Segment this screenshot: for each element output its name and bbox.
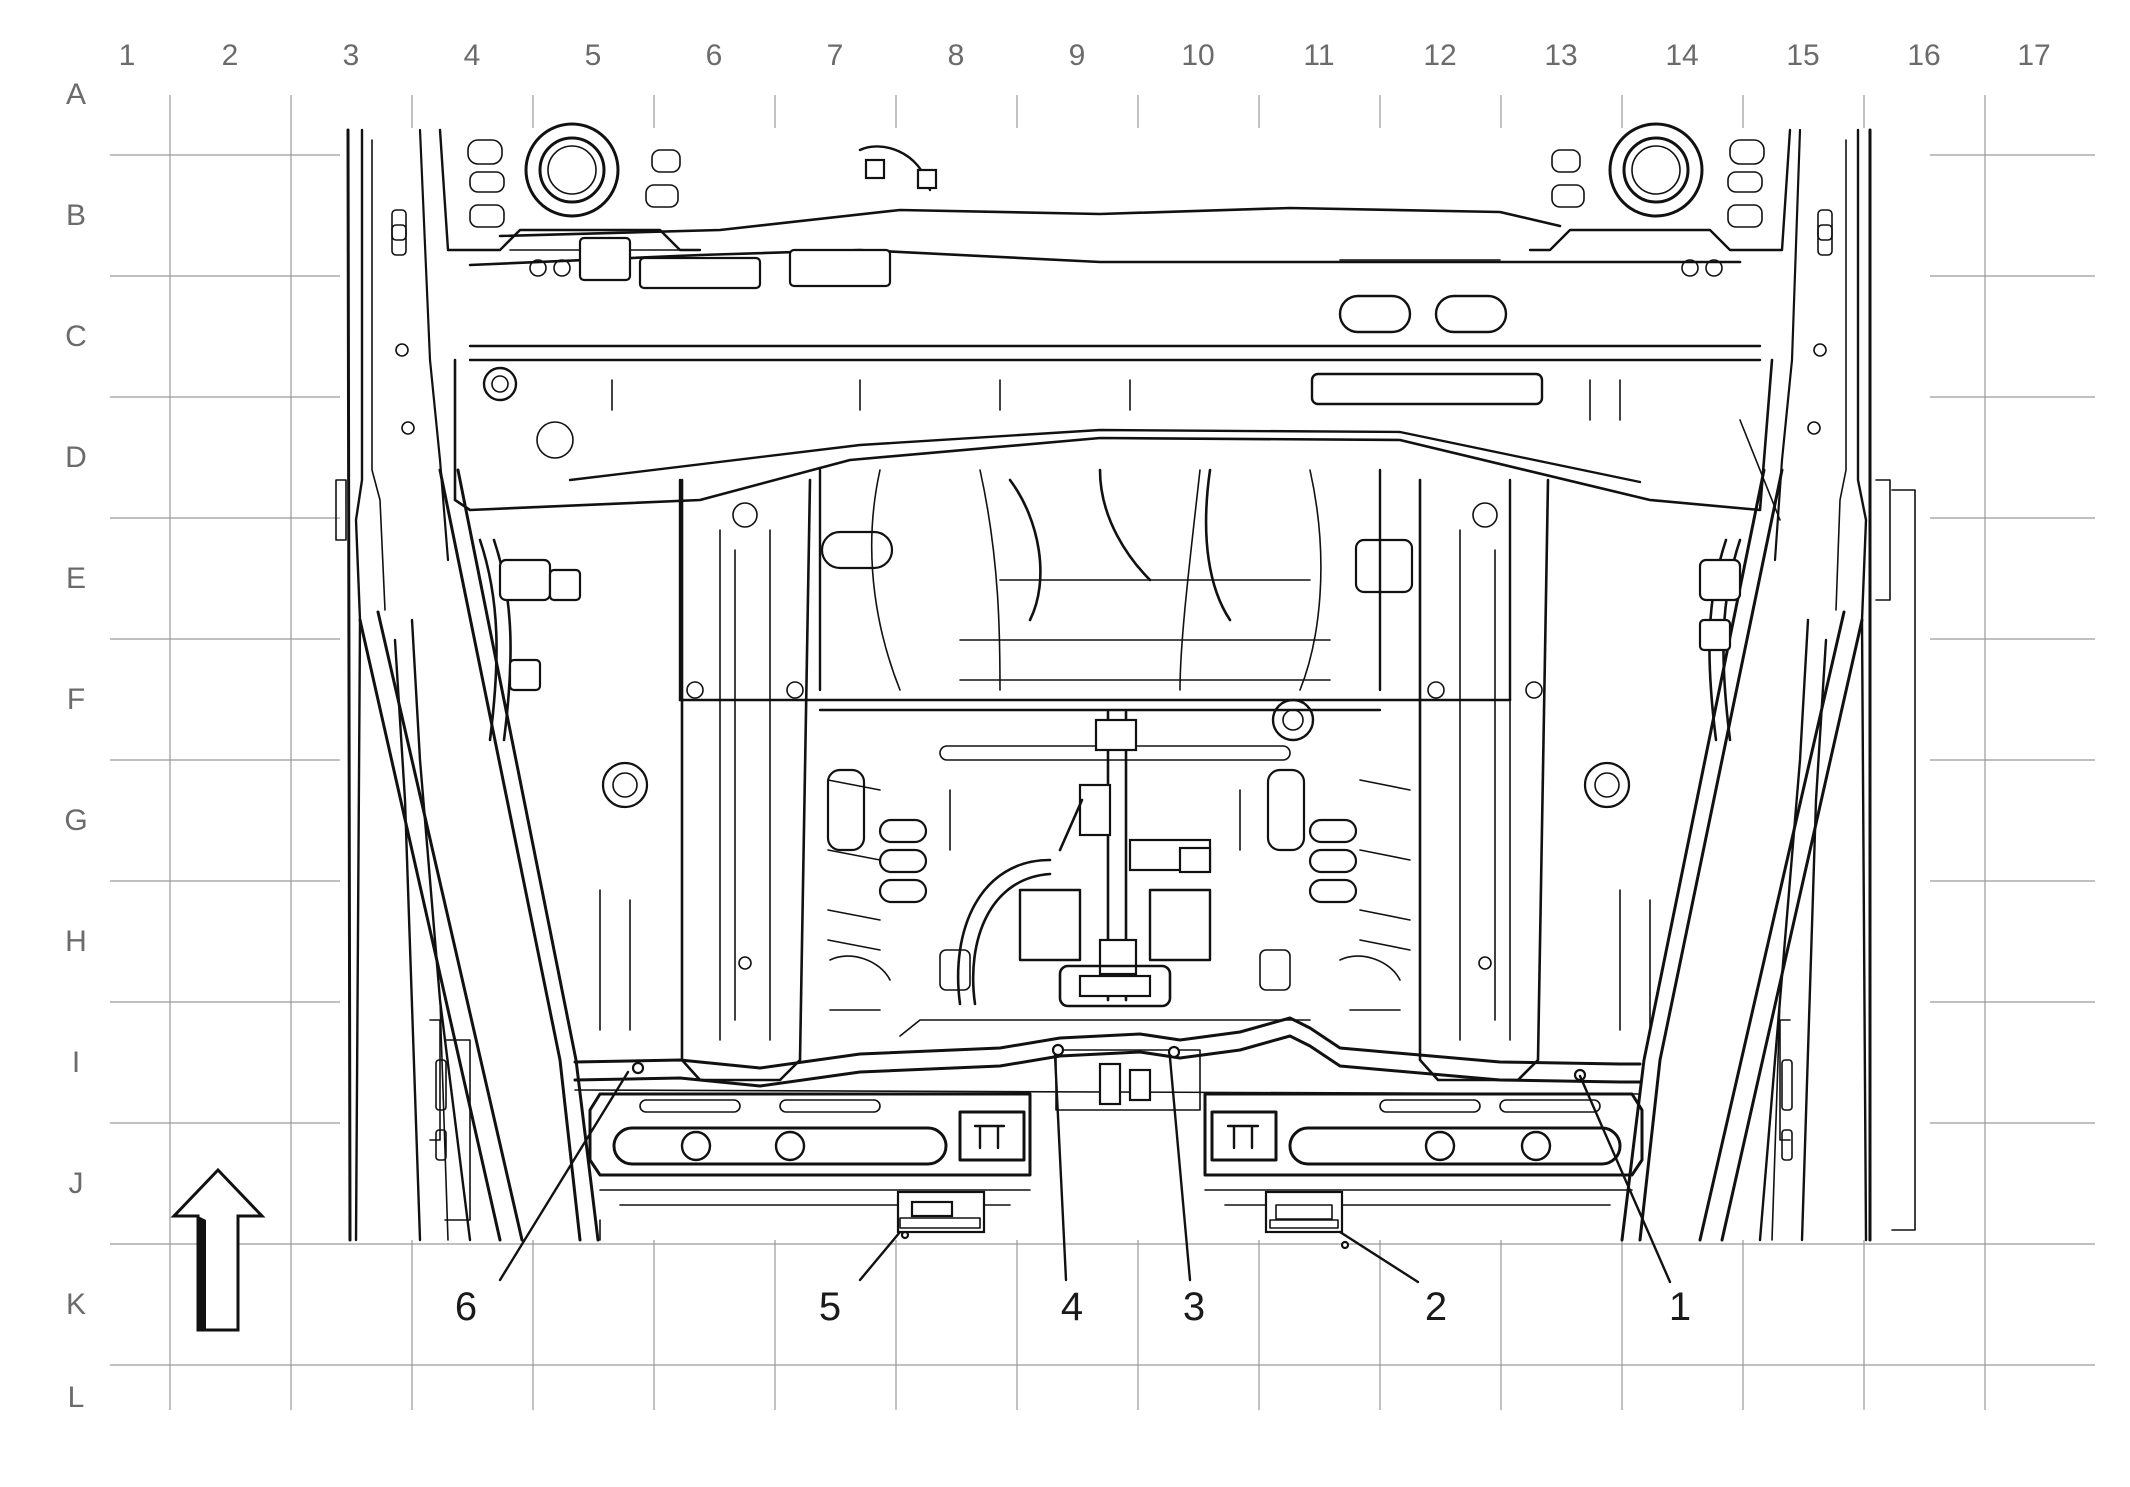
column-label: 10 bbox=[1181, 39, 1214, 72]
callout-6: 6 bbox=[455, 1285, 477, 1329]
center-connector-assembly bbox=[956, 710, 1212, 1008]
row-label: H bbox=[65, 925, 87, 958]
row-label: A bbox=[66, 78, 86, 111]
column-label: 11 bbox=[1303, 39, 1334, 72]
callout-3: 3 bbox=[1183, 1285, 1205, 1329]
column-label: 5 bbox=[585, 39, 602, 72]
right-bumper-absorber bbox=[1203, 1092, 1644, 1206]
column-label: 6 bbox=[706, 39, 723, 72]
left-inner-member bbox=[599, 478, 812, 1082]
column-labels: 1 2 3 4 5 6 7 8 9 10 11 12 13 14 15 16 1… bbox=[119, 39, 2051, 72]
row-label: F bbox=[67, 683, 85, 716]
column-label: 7 bbox=[827, 39, 844, 72]
right-inner-member bbox=[1418, 478, 1651, 1082]
callout-leaders bbox=[498, 1053, 1672, 1284]
vehicle-underbody-drawing bbox=[335, 122, 1930, 1250]
row-label: D bbox=[65, 441, 87, 474]
column-label: 12 bbox=[1423, 39, 1456, 72]
left-side-harness bbox=[478, 538, 582, 742]
row-label: J bbox=[69, 1167, 84, 1200]
row-labels: A B C D E F G H I J K L bbox=[64, 78, 87, 1414]
center-exhaust-region bbox=[678, 468, 1512, 761]
callout-2: 2 bbox=[1425, 1285, 1447, 1329]
ground-points bbox=[631, 1043, 1587, 1250]
rear-cross-member bbox=[453, 206, 1781, 521]
row-label: B bbox=[66, 199, 86, 232]
drawing-backing bbox=[340, 128, 1930, 1240]
right-body-panel bbox=[1758, 128, 1916, 1242]
column-label: 13 bbox=[1544, 39, 1577, 72]
lower-connectors bbox=[896, 1190, 1344, 1234]
column-label: 14 bbox=[1665, 39, 1698, 72]
column-label: 15 bbox=[1786, 39, 1819, 72]
left-body-panel bbox=[335, 128, 472, 1242]
callout-1: 1 bbox=[1669, 1285, 1691, 1329]
right-side-harness bbox=[1698, 538, 1742, 742]
row-label: K bbox=[66, 1288, 86, 1321]
row-label: G bbox=[64, 804, 87, 837]
column-label: 4 bbox=[464, 39, 481, 72]
column-label: 2 bbox=[222, 39, 239, 72]
callout-5: 5 bbox=[819, 1285, 841, 1329]
top-left-connector bbox=[578, 145, 938, 290]
column-label: 9 bbox=[1069, 39, 1086, 72]
row-label: L bbox=[68, 1381, 85, 1414]
row-label: E bbox=[66, 562, 86, 595]
callout-labels: 6 5 4 3 2 1 bbox=[455, 1285, 1691, 1329]
right-shock-tower bbox=[1528, 122, 1792, 277]
column-label: 17 bbox=[2017, 39, 2050, 72]
up-arrow-icon bbox=[170, 1167, 266, 1332]
column-label: 16 bbox=[1907, 39, 1940, 72]
callout-4: 4 bbox=[1061, 1285, 1083, 1329]
row-label: C bbox=[65, 320, 87, 353]
row-label: I bbox=[72, 1046, 80, 1079]
center-floor-panel bbox=[826, 768, 1411, 1011]
column-label: 8 bbox=[948, 39, 965, 72]
column-label: 1 bbox=[119, 39, 136, 72]
column-label: 3 bbox=[343, 39, 360, 72]
